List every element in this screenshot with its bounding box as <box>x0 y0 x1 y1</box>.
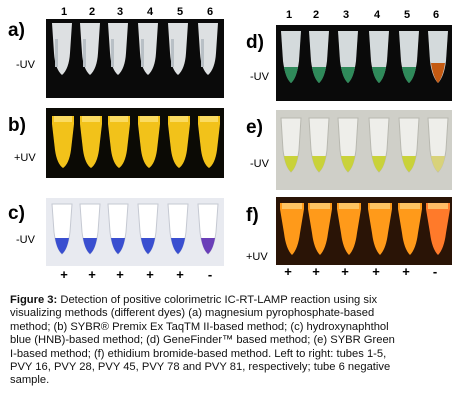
caption-line: sample. <box>10 374 50 387</box>
caption-figure-label: Figure 3: <box>10 294 58 306</box>
result-sign: + <box>372 264 380 279</box>
caption-line: visualizing methods (different dyes) (a)… <box>10 307 375 320</box>
panel-b-label: b) <box>8 115 26 136</box>
panel-b-photo <box>46 108 224 178</box>
panel-e-photo <box>276 110 452 190</box>
panel-e-label: e) <box>246 117 263 138</box>
panel-c-photo <box>46 198 224 266</box>
panel-d-condition: -UV <box>250 71 269 83</box>
panel-b-condition: +UV <box>14 152 36 164</box>
caption-line: blue (HNB)-based method; (d) GeneFinder™… <box>10 334 395 347</box>
tube-number: 4 <box>146 6 154 18</box>
tube-number: 4 <box>373 9 381 21</box>
result-sign: + <box>284 264 292 279</box>
result-sign: + <box>60 267 68 282</box>
caption-line: I-based method; (f) ethidium bromide-bas… <box>10 347 387 360</box>
result-sign: + <box>341 264 349 279</box>
tube-number: 3 <box>116 6 124 18</box>
result-sign: + <box>146 267 154 282</box>
caption-line: PVY 16, PVY 28, PVY 45, PVY 78 and PVY 8… <box>10 361 391 374</box>
result-sign: + <box>88 267 96 282</box>
figure-caption: Figure 3: Detection of positive colorime… <box>10 294 452 388</box>
panel-a-photo <box>46 19 224 98</box>
tube-number: 6 <box>206 6 214 18</box>
panel-d-label: d) <box>246 32 264 53</box>
result-sign: + <box>116 267 124 282</box>
result-sign: + <box>176 267 184 282</box>
tube-number: 3 <box>342 9 350 21</box>
panel-f-label: f) <box>246 205 259 226</box>
tube-number: 5 <box>403 9 411 21</box>
tube-number: 1 <box>60 6 68 18</box>
tube-number: 1 <box>285 9 293 21</box>
caption-line: Figure 3: Detection of positive colorime… <box>10 294 378 306</box>
panel-f-condition: +UV <box>246 251 268 263</box>
panel-a-label: a) <box>8 20 25 41</box>
tube-number: 5 <box>176 6 184 18</box>
panel-c-condition: -UV <box>16 234 35 246</box>
tube-number: 6 <box>432 9 440 21</box>
panel-c-label: c) <box>8 203 25 224</box>
caption-line: method; (b) SYBR® Premix Ex TaqTM II-bas… <box>10 320 389 333</box>
result-sign: + <box>312 264 320 279</box>
panel-e-condition: -UV <box>250 158 269 170</box>
tube-number: 2 <box>88 6 96 18</box>
panel-d-photo <box>276 25 452 101</box>
result-sign: - <box>432 264 438 279</box>
tube-number: 2 <box>312 9 320 21</box>
panel-f-photo <box>276 197 452 265</box>
panel-a-condition: -UV <box>16 59 35 71</box>
result-sign: + <box>402 264 410 279</box>
result-sign: - <box>207 267 213 282</box>
